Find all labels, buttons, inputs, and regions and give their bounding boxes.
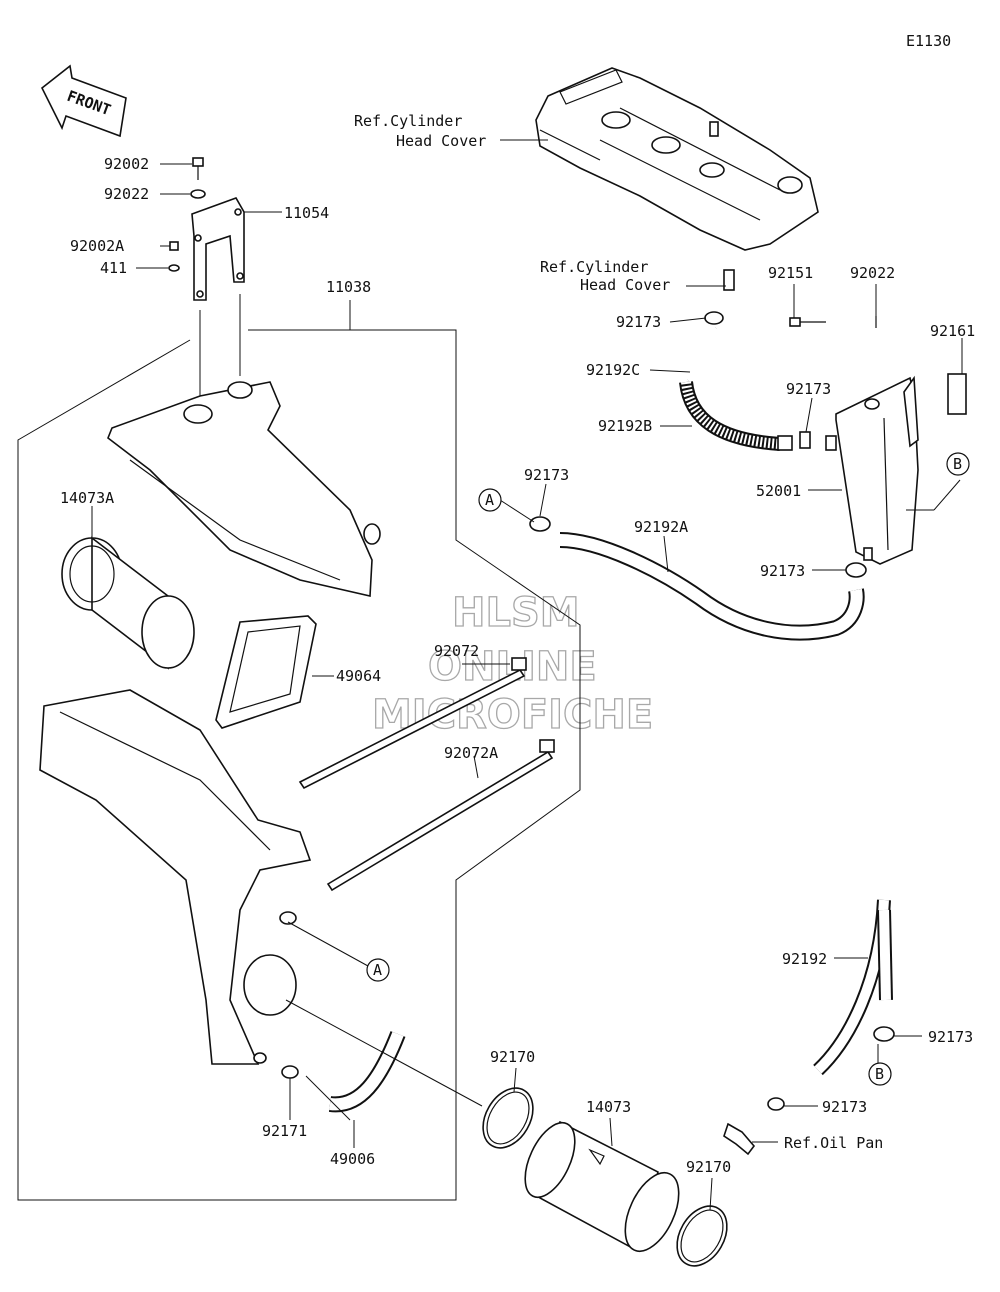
assembly-frame [17,300,581,1201]
label-92151: 92151 [768,264,813,282]
label-92170-b: 92170 [686,1158,731,1176]
drain-hose-49006 [328,1031,406,1113]
callout-b-upper: B [946,452,970,476]
corrugated-hose-92192B [679,380,793,451]
washer-92022 [190,189,206,199]
callout-a-lower: A [366,958,390,982]
label-92171: 92171 [262,1122,307,1140]
diagram-code: E1130 [906,32,951,50]
label-11054: 11054 [284,204,329,222]
cable-tie-92072A [326,739,555,892]
label-92192A: 92192A [634,518,688,536]
label-92173-f: 92173 [822,1098,867,1116]
hose-92192C [684,269,735,382]
clamp-92170-upper [482,1087,534,1149]
air-cleaner-lower-case [39,689,312,1065]
bracket-11054 [191,197,245,301]
label-92192C: 92192C [586,361,640,379]
label-92022-b: 92022 [850,264,895,282]
front-arrow-icon: FRONT [40,64,127,138]
label-ref-cyl-head-2b: Head Cover [580,276,670,294]
label-ref-cyl-head-1a: Ref.Cylinder [354,112,462,130]
leader-lines [91,139,963,1211]
clamp-92171 [281,1065,299,1079]
label-92002A: 92002A [70,237,124,255]
hose-92192A [529,516,867,641]
air-cleaner-upper-case [107,381,381,597]
label-14073: 14073 [586,1098,631,1116]
washer-411 [168,264,180,272]
clamp-92170-lower [676,1205,728,1267]
label-ref-cyl-head-2a: Ref.Cylinder [540,258,648,276]
svg-text:A: A [485,491,494,509]
label-92173-b: 92173 [786,380,831,398]
callout-b-lower: B [868,1062,892,1086]
cable-tie-92072 [298,657,527,790]
clamp-92173-mid [799,431,837,451]
label-52001: 52001 [756,482,801,500]
label-92072A: 92072A [444,744,498,762]
oil-pan-fitting [723,1122,756,1156]
label-92072: 92072 [434,642,479,660]
watermark-line3: MICROFICHE [372,692,653,738]
label-11038: 11038 [326,278,371,296]
cylinder-head-cover [535,67,819,251]
label-92173-c: 92173 [524,466,569,484]
gasket-49064 [215,615,317,729]
svg-text:A: A [373,961,382,979]
svg-text:B: B [875,1065,884,1083]
label-411: 411 [100,259,127,277]
label-49006: 49006 [330,1150,375,1168]
clamp-92173-upper [704,311,724,325]
label-92161: 92161 [930,322,975,340]
label-14073A: 14073A [60,489,114,507]
label-92173-e: 92173 [928,1028,973,1046]
svg-text:B: B [953,455,962,473]
watermark: HLSM ONLINE MICROFICHE [371,589,654,738]
label-92170-a: 92170 [490,1048,535,1066]
label-92002: 92002 [104,155,149,173]
hose-92192 [767,899,895,1111]
breather-separator-52001 [835,375,919,565]
label-92173-d: 92173 [760,562,805,580]
label-92192B: 92192B [598,417,652,435]
label-ref-oil-pan: Ref.Oil Pan [784,1134,883,1152]
label-92192: 92192 [782,950,827,968]
watermark-line1: HLSM [452,590,580,636]
callout-a-upper: A [478,488,502,512]
part-labels: Ref.Cylinder Head Cover Ref.Cylinder Hea… [60,112,975,1176]
label-49064: 49064 [336,667,381,685]
bolt-92002 [192,157,204,180]
pad-92161 [947,373,967,415]
bolt-92002A [169,241,179,251]
label-92173-a: 92173 [616,313,661,331]
bolt-92151 [789,317,826,327]
label-92022-a: 92022 [104,185,149,203]
label-ref-cyl-head-1b: Head Cover [396,132,486,150]
duct-14073 [524,1120,680,1252]
filter-element-14073A [61,536,195,670]
